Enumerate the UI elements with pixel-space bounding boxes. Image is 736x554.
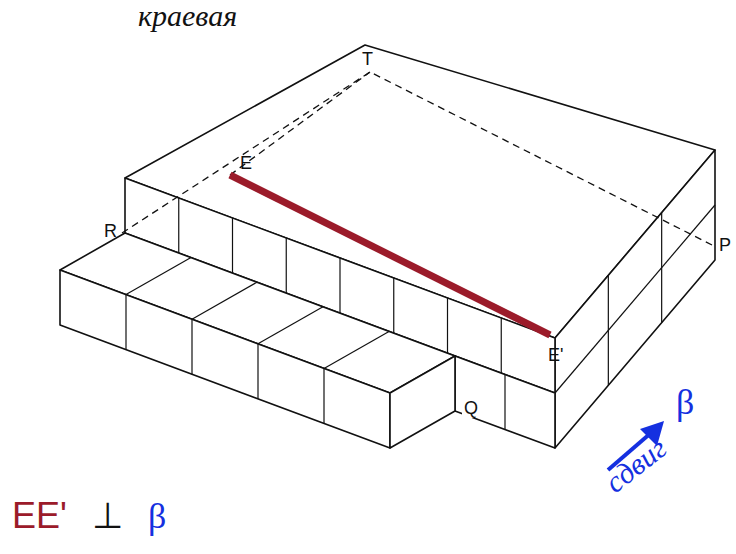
grid-line — [125, 295, 126, 350]
grid-line — [504, 375, 505, 430]
grid-line — [323, 368, 324, 423]
grid-line — [339, 258, 340, 313]
formula-part: EE' — [12, 498, 67, 534]
step-end — [390, 356, 455, 448]
heading-label: краевая — [138, 1, 237, 31]
right-face — [555, 150, 715, 448]
point-label: Q — [462, 398, 480, 418]
vector-symbol: β — [676, 384, 694, 420]
grid-line — [501, 318, 502, 373]
grid-line — [126, 258, 191, 295]
formula-part: ⊥ — [92, 498, 123, 534]
point-label: P — [719, 236, 731, 254]
grid-line — [232, 218, 233, 273]
grid-line — [447, 298, 448, 353]
point-label: E' — [548, 346, 563, 364]
grid-line — [324, 331, 389, 368]
grid-line — [178, 198, 179, 253]
grid-line — [258, 307, 323, 344]
dislocation-line — [230, 175, 550, 335]
dashed-plane — [122, 72, 712, 245]
cube-grid — [126, 198, 715, 430]
shear-label: сдвиг — [600, 432, 672, 498]
point-label: E — [240, 154, 252, 172]
lower-front-face — [455, 356, 555, 448]
grid-line — [286, 238, 287, 293]
grid-line — [191, 319, 192, 374]
point-label: T — [362, 50, 373, 68]
grid-line — [257, 344, 258, 399]
grid-line — [393, 278, 394, 333]
grid-line — [555, 205, 715, 393]
formula-part: β — [148, 498, 166, 534]
grid-line — [192, 282, 257, 319]
point-label: R — [104, 222, 117, 240]
